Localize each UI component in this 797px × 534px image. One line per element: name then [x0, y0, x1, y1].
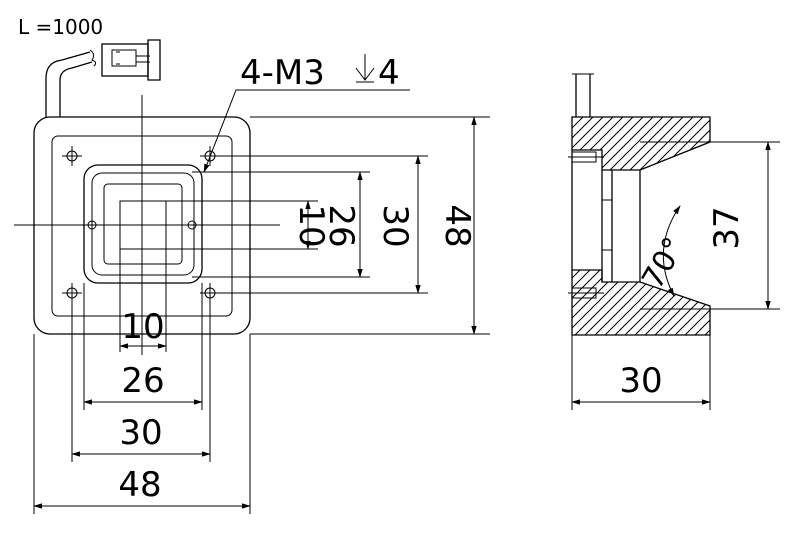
- angle-arc: [662, 205, 681, 297]
- dim-label-26-v: 26: [321, 204, 361, 247]
- dim-label-30-side: 30: [619, 361, 662, 401]
- dim-label-30-h: 30: [119, 413, 162, 453]
- front-view: L =1000: [14, 15, 490, 514]
- dim-label-37: 37: [707, 206, 747, 249]
- aperture-mid: [91, 172, 195, 276]
- hole-depth-label: 4: [378, 53, 400, 93]
- cable-connector: [45, 39, 161, 117]
- dim-label-10-v: 10: [291, 204, 331, 247]
- cable-length-label: L =1000: [18, 15, 103, 39]
- side-view: 37 30 70°: [568, 73, 780, 410]
- depth-symbol-icon: [355, 54, 375, 83]
- hole-spec-label: 4-M3: [240, 53, 325, 93]
- side-threaded-hole: [568, 287, 604, 299]
- side-inner-lines: [571, 150, 641, 282]
- dim-label-48-h: 48: [118, 465, 161, 505]
- side-cable: [575, 74, 591, 117]
- aperture-outer: [83, 164, 203, 284]
- dim-label-48-v: 48: [437, 204, 477, 247]
- dim-label-10-h: 10: [121, 307, 164, 347]
- hole-callout-leader: [203, 89, 410, 173]
- aperture-inner: [103, 183, 183, 265]
- side-section-top: [571, 116, 711, 171]
- side-threaded-hole: [568, 151, 604, 163]
- mounting-hole: [62, 146, 82, 166]
- dim-label-30-v: 30: [375, 204, 415, 247]
- dim-label-26-h: 26: [121, 361, 164, 401]
